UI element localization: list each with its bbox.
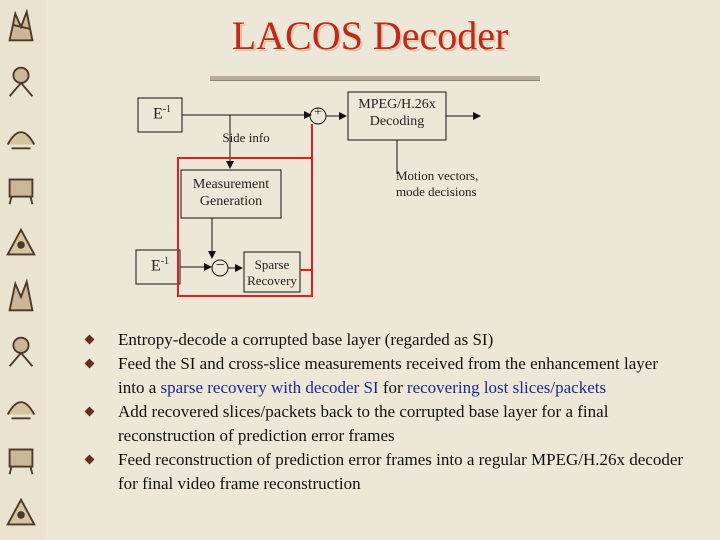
bullet-item: Add recovered slices/packets back to the… xyxy=(84,400,686,448)
border-figure-icon xyxy=(8,8,34,42)
border-figure-icon xyxy=(8,178,34,205)
diamond-bullet-icon xyxy=(84,358,95,369)
diamond-bullet-icon xyxy=(84,406,95,417)
border-figure-icon xyxy=(6,131,36,150)
diamond-bullet-icon xyxy=(84,334,95,345)
border-figure-icon xyxy=(8,448,34,475)
side-info-label: Side info xyxy=(222,130,270,145)
plus-symbol: + xyxy=(314,105,322,120)
border-figure-icon xyxy=(6,227,36,256)
bullet-item: Feed reconstruction of prediction error … xyxy=(84,448,686,496)
border-figure-icon xyxy=(8,66,34,97)
measurement-generation-block xyxy=(180,169,282,219)
recovery-feedback-path xyxy=(300,124,313,271)
border-figure-icon xyxy=(8,336,34,367)
decorative-border xyxy=(0,0,46,540)
minus-symbol: − xyxy=(215,257,225,274)
bullet-list: Entropy-decode a corrupted base layer (r… xyxy=(84,328,686,496)
entropy-decode-label-bottom: E-1 xyxy=(150,256,170,275)
entropy-decode-label-top: E-1 xyxy=(152,104,172,123)
bullet-item: Feed the SI and cross-slice measurements… xyxy=(84,352,686,400)
measurement-block-label: Measurement Generation xyxy=(192,177,270,209)
border-figure-icon xyxy=(8,278,34,312)
decoder-block-label: MPEG/H.26x Decoding xyxy=(358,97,436,129)
motion-vectors-label: Motion vectors, mode decisions xyxy=(396,168,479,199)
title-underline xyxy=(210,76,540,81)
border-figure-icon xyxy=(6,401,36,420)
border-figure-icon xyxy=(6,497,36,526)
highlight-sparse-recovery: sparse recovery with decoder SI xyxy=(160,378,379,397)
lacos-highlight-box xyxy=(177,157,313,297)
slide-title: LACOS Decoder xyxy=(231,13,509,58)
highlight-recovering-slices: recovering lost slices/packets xyxy=(406,378,607,397)
bullet-item: Entropy-decode a corrupted base layer (r… xyxy=(84,328,686,352)
sparse-recovery-block xyxy=(243,251,301,293)
diamond-bullet-icon xyxy=(84,454,95,465)
sparse-recovery-label: Sparse Recovery xyxy=(247,257,297,288)
